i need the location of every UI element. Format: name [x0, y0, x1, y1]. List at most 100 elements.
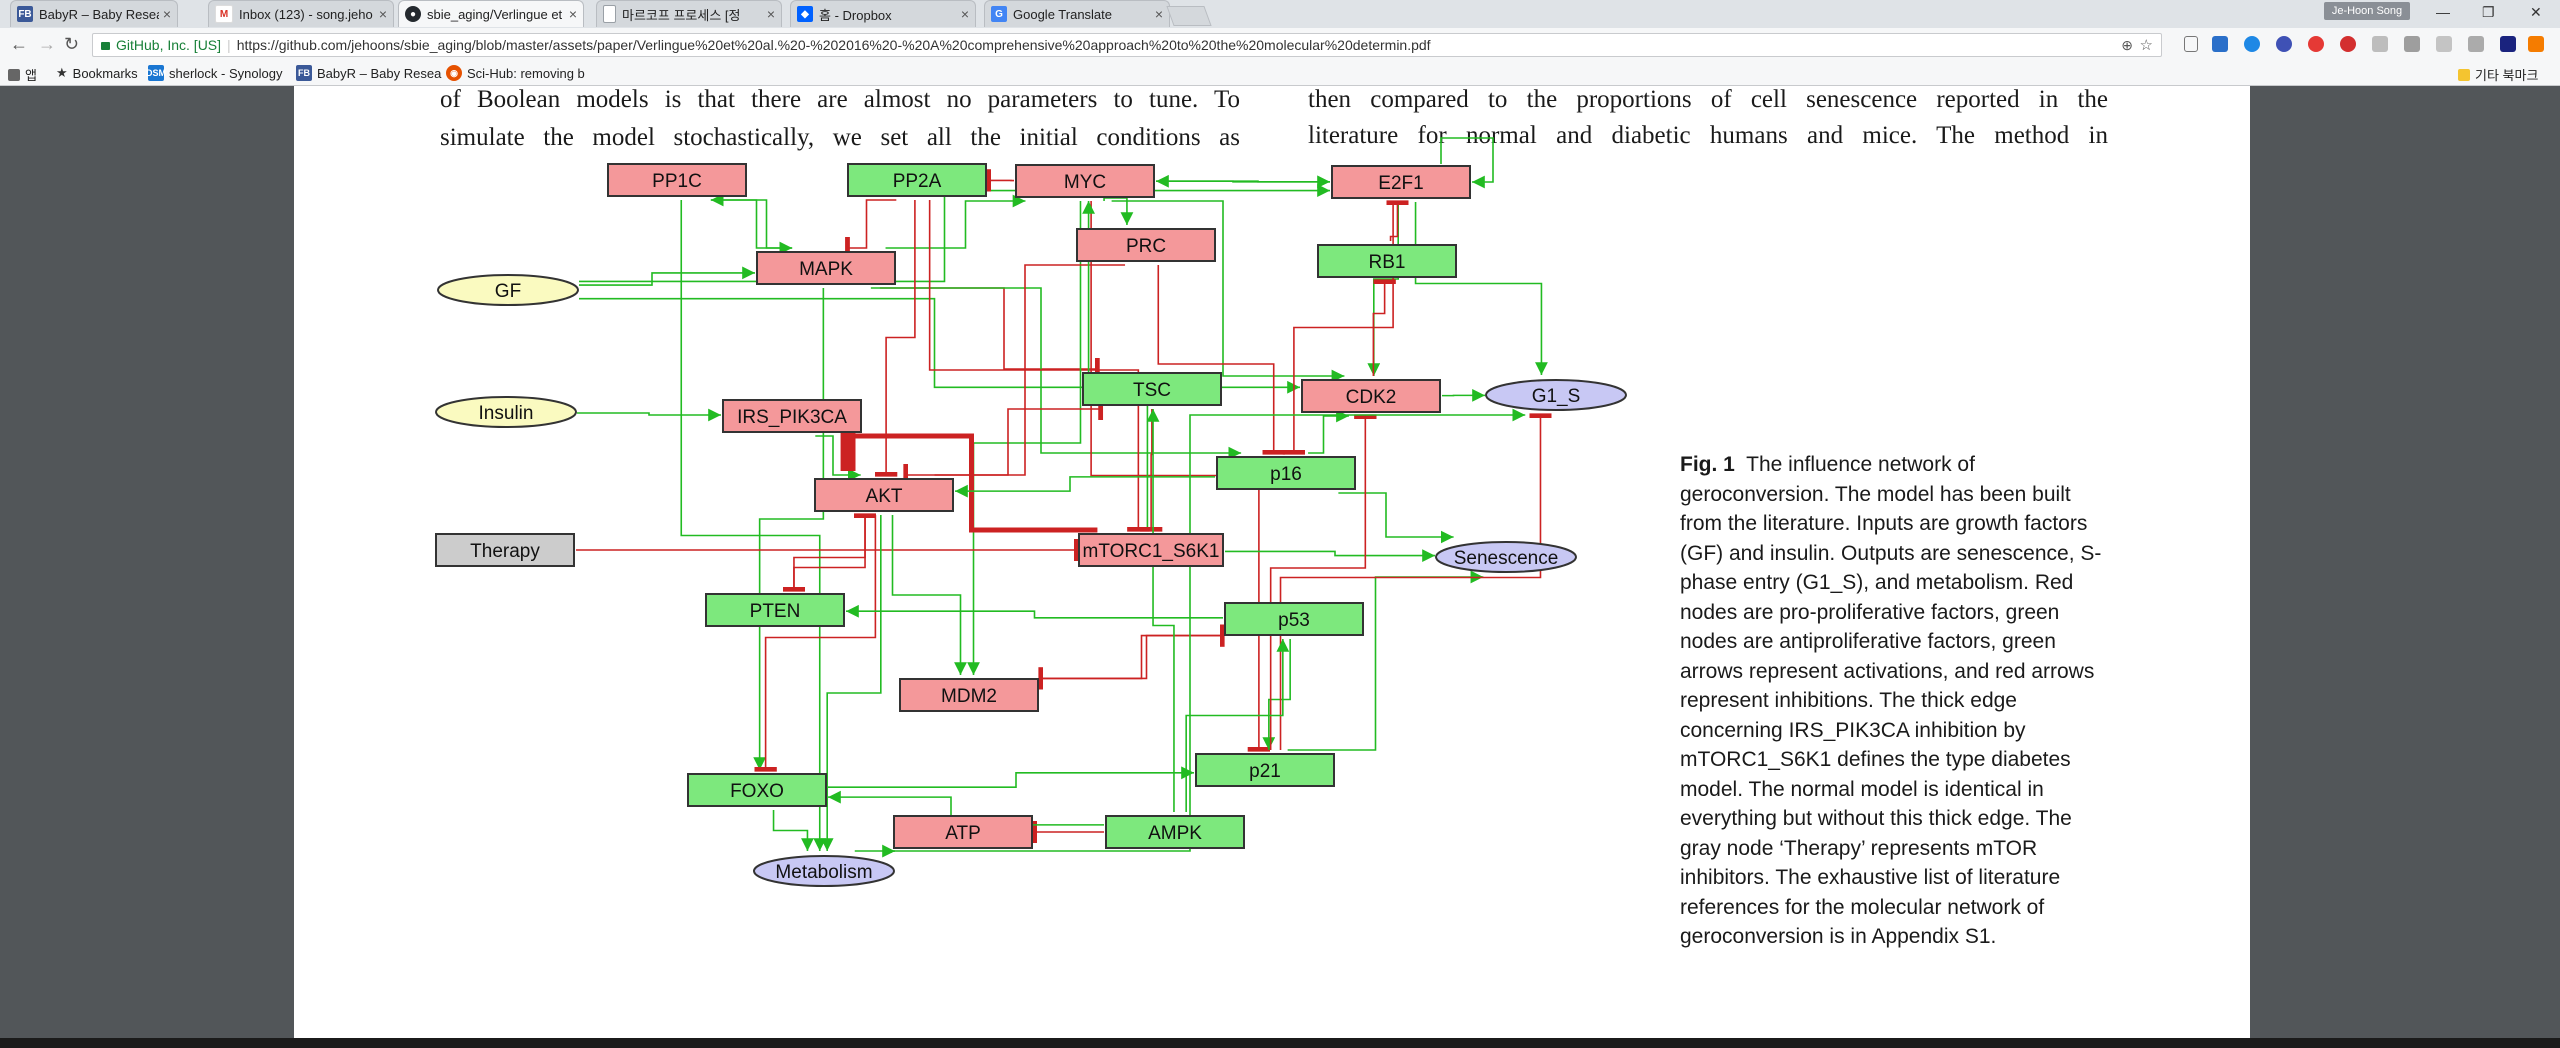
- node-shape: [1105, 815, 1245, 849]
- node-shape: [437, 274, 579, 306]
- node-label: Senescence: [1454, 548, 1559, 569]
- tab-inbox[interactable]: M Inbox (123) - song.jeho ×: [208, 0, 394, 27]
- tab-babyr[interactable]: FB BabyR – Baby Research ×: [10, 0, 178, 27]
- node-label: CDK2: [1346, 387, 1397, 408]
- edge-FOXO-Metabolism: [772, 810, 814, 851]
- node-e2f1: E2F1: [1331, 165, 1471, 199]
- bookmark-label: 앱: [25, 68, 37, 83]
- bookmark-apps[interactable]: 앱: [8, 65, 37, 84]
- extension-globe-icon[interactable]: [2244, 36, 2260, 52]
- node-shape: [814, 478, 954, 512]
- node-label: FOXO: [730, 781, 784, 802]
- extension-cloud-icon[interactable]: [2436, 36, 2452, 52]
- apps-icon: [8, 68, 20, 81]
- adblock-icon[interactable]: [2308, 36, 2324, 52]
- tab-markov[interactable]: 마르코프 프로세스 [정 ×: [596, 0, 782, 27]
- node-label: ATP: [945, 823, 981, 844]
- node-shape: [893, 815, 1033, 849]
- reload-icon[interactable]: ↻: [64, 34, 80, 54]
- extension-blue-icon[interactable]: [2276, 36, 2292, 52]
- node-rb1: RB1: [1317, 244, 1457, 278]
- edge-mTORC1_S6K1-Senescence: [1225, 549, 1435, 562]
- node-atp: ATP: [893, 815, 1033, 849]
- restore-icon[interactable]: ❐: [2482, 4, 2495, 20]
- forward-icon[interactable]: →: [38, 34, 56, 54]
- body-text-line: of Boolean models is that there are almo…: [440, 86, 1240, 113]
- extension-doc-icon[interactable]: [2184, 36, 2198, 52]
- edge-GF-E2F1: [579, 184, 1330, 283]
- secure-indicator[interactable]: GitHub, Inc. [US]: [101, 37, 221, 53]
- extension-n-icon[interactable]: [2500, 36, 2516, 52]
- bookmark-babyr[interactable]: FB BabyR – Baby Resea: [296, 65, 441, 81]
- node-shape: [607, 163, 747, 197]
- gmail-icon: M: [215, 5, 233, 23]
- bookmark-other[interactable]: 기타 북마크: [2458, 65, 2538, 84]
- back-icon[interactable]: ←: [10, 34, 28, 54]
- close-icon[interactable]: ×: [162, 6, 171, 22]
- edge-PP2A-MAPK: [845, 199, 897, 260]
- extension-gray2-icon[interactable]: [2404, 36, 2420, 52]
- bookmarks-bar: 앱 ★ Bookmarks DSM sherlock - Synology FB…: [0, 62, 2560, 86]
- edge-MAPK-TSC: [879, 287, 1100, 381]
- edge-mTORC1_S6K1-IRS_PIK3CA: [840, 401, 1098, 533]
- close-icon[interactable]: ×: [568, 6, 577, 22]
- close-icon[interactable]: ×: [766, 6, 775, 22]
- edge-PP2A-mTORC1_S6K1: [928, 200, 1150, 532]
- extension-red-icon[interactable]: [2340, 36, 2356, 52]
- address-bar[interactable]: GitHub, Inc. [US] | https://github.com/j…: [92, 33, 2162, 57]
- bookmark-sherlock[interactable]: DSM sherlock - Synology: [146, 65, 282, 81]
- separator: |: [227, 37, 231, 53]
- node-shape: [1435, 541, 1577, 573]
- node-shape: [1485, 379, 1627, 411]
- tab-sbie-aging[interactable]: ● sbie_aging/Verlingue et ×: [398, 0, 584, 27]
- tab-dropbox[interactable]: ◆ 홈 - Dropbox ×: [790, 0, 976, 27]
- node-label: PTEN: [750, 601, 801, 622]
- profile-button[interactable]: Je-Hoon Song: [2324, 2, 2410, 20]
- extension-orange-icon[interactable]: [2528, 36, 2544, 52]
- edge-E2F1-CDK2: [1367, 202, 1399, 376]
- node-myc: MYC: [1015, 164, 1155, 198]
- extension-arrow-icon[interactable]: [2468, 36, 2484, 52]
- node-shape: [1076, 228, 1216, 262]
- star-icon[interactable]: ☆: [2139, 37, 2153, 54]
- bookmark-label: Sci-Hub: removing b: [467, 65, 585, 81]
- node-shape: [1195, 753, 1335, 787]
- extension-gray-icon[interactable]: [2372, 36, 2388, 52]
- node-label: Insulin: [479, 403, 534, 424]
- body-text-line: simulate the model stochastically, we se…: [440, 124, 1240, 151]
- close-window-icon[interactable]: ✕: [2530, 4, 2542, 20]
- node-label: IRS_PIK3CA: [737, 407, 847, 428]
- edge-GF-MAPK: [579, 266, 755, 286]
- url-text[interactable]: https://github.com/jehoons/sbie_aging/bl…: [236, 37, 1431, 53]
- minimize-icon[interactable]: —: [2436, 4, 2450, 20]
- figure-caption: Fig. 1 The influence network of geroconv…: [1680, 450, 2106, 952]
- node-irs-pik3ca: IRS_PIK3CA: [722, 399, 862, 433]
- node-label: AMPK: [1148, 823, 1202, 844]
- edge-PP2A-AKT: [874, 200, 916, 477]
- bookmark-bookmarks[interactable]: ★ Bookmarks: [56, 65, 138, 81]
- scihub-icon: ◉: [446, 65, 462, 81]
- node-mtorc1-s6k1: mTORC1_S6K1: [1078, 533, 1224, 567]
- close-icon[interactable]: ×: [378, 6, 387, 22]
- close-icon[interactable]: ×: [960, 6, 969, 22]
- new-tab-button[interactable]: [1166, 6, 1212, 26]
- taskbar: [0, 1038, 2560, 1048]
- synology-icon: DSM: [146, 65, 166, 81]
- zoom-icon[interactable]: ⊕: [2121, 36, 2133, 53]
- edge-E2F1-E2F1: [1440, 137, 1494, 189]
- translate-icon: G: [991, 6, 1007, 22]
- edge-E2F1-G1_S: [1414, 202, 1548, 375]
- tab-google-translate[interactable]: G Google Translate ×: [984, 0, 1170, 27]
- edge-MYC-PRC: [1103, 197, 1134, 225]
- extension-box-icon[interactable]: [2212, 36, 2228, 52]
- bookmark-scihub[interactable]: ◉ Sci-Hub: removing b: [446, 65, 585, 81]
- edge-p53-MDM2: [1038, 634, 1223, 690]
- edge-p16-AKT: [955, 476, 1215, 498]
- node-label: MYC: [1064, 172, 1106, 193]
- edge-AKT-Metabolism: [820, 515, 882, 851]
- close-icon[interactable]: ×: [1154, 6, 1163, 22]
- node-shape: [1317, 244, 1457, 278]
- pdf-page: of Boolean models is that there are almo…: [294, 86, 2250, 1038]
- edge-RB1-E2F1: [1386, 200, 1409, 241]
- tab-title: Inbox (123) - song.jeho: [239, 6, 373, 22]
